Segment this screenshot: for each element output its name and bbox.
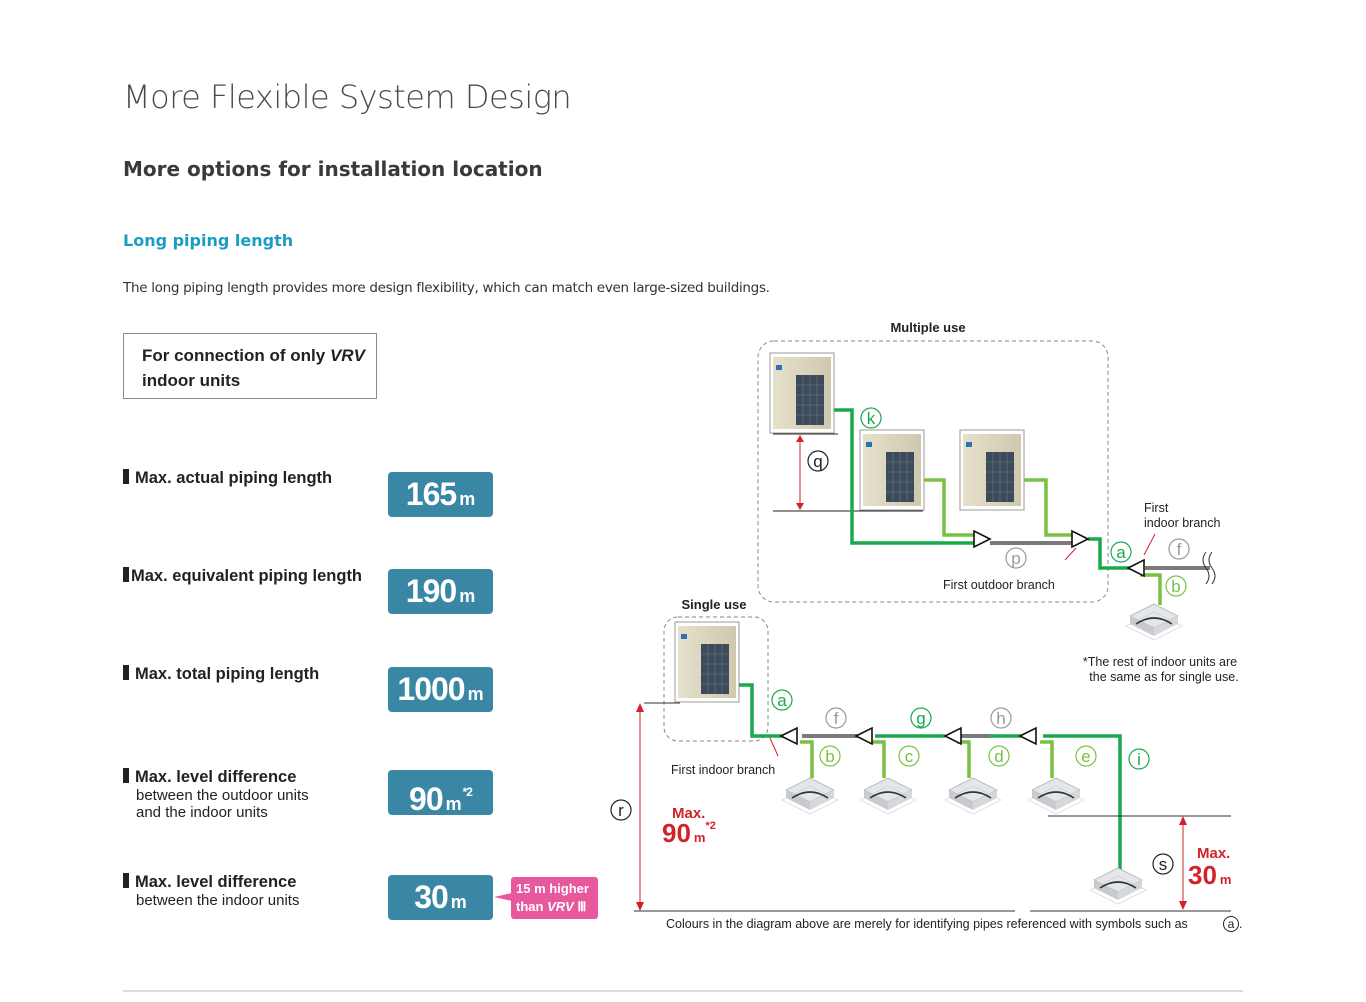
rest-note: the same as for single use. (1089, 670, 1238, 684)
svg-text:.: . (1239, 917, 1242, 931)
multiple-use-boundary (757, 340, 1109, 603)
bullet-bar-icon (123, 469, 129, 484)
branch-joint-icon (973, 530, 991, 548)
max-30-label: Max. (1197, 845, 1230, 862)
intro-text: The long piping length provides more des… (123, 280, 770, 296)
spec-label-level-diff-outdoor-indoor: Max. level difference between the outdoo… (123, 768, 309, 821)
indoor-unit-icon (859, 777, 917, 815)
spec-label-actual-length: Max. actual piping length (123, 469, 332, 488)
branch-joint-icon (1071, 530, 1089, 548)
pipe-symbol-e: e (1075, 745, 1097, 767)
pipe-symbol-a: a (771, 689, 793, 711)
improvement-callout: 15 m higher than VRV Ⅲ (511, 877, 598, 919)
pipe-symbol-a: a (1110, 541, 1132, 563)
pipe-symbol-p: p (1005, 547, 1027, 569)
branch-joint-icon (1127, 559, 1145, 577)
outdoor-unit-icon (769, 352, 835, 434)
svg-text:k: k (867, 409, 876, 428)
rest-note: *The rest of indoor units are (1083, 655, 1237, 669)
single-use-boundary (663, 616, 769, 742)
pipe-symbol-b: b (1165, 575, 1187, 597)
bullet-bar-icon (123, 567, 129, 582)
multiple-use-title: Multiple use (890, 320, 965, 335)
svg-text:e: e (1081, 747, 1090, 766)
page-title: More Flexible System Design (123, 78, 572, 116)
pipe-symbol-h: h (990, 707, 1012, 729)
diagram-footnote: Colours in the diagram above are merely … (666, 917, 1188, 931)
svg-text:a: a (1116, 543, 1126, 562)
indoor-unit-icon (944, 777, 1002, 815)
indoor-unit-icon (1089, 867, 1147, 905)
branch-joint-icon (855, 727, 873, 745)
first-outdoor-branch-label: First outdoor branch (943, 578, 1055, 592)
svg-text:s: s (1159, 855, 1168, 874)
first-indoor-branch-label: First (1144, 501, 1169, 515)
single-use-title: Single use (681, 597, 746, 612)
pipe-symbol-g: g (910, 707, 932, 729)
bullet-bar-icon (123, 768, 129, 783)
bullet-bar-icon (123, 873, 129, 888)
svg-text:r: r (618, 801, 624, 820)
connection-note-line2: indoor units (142, 371, 241, 390)
outdoor-unit-icon (859, 429, 925, 511)
pipe-symbol-i: i (1128, 748, 1150, 770)
bullet-bar-icon (123, 665, 129, 680)
branch-joint-icon (1019, 727, 1037, 745)
svg-text:b: b (1171, 577, 1180, 596)
outdoor-unit-icon (674, 621, 740, 703)
svg-text:c: c (905, 747, 914, 766)
indoor-unit-icon (781, 777, 839, 815)
section-title: More options for installation location (123, 157, 543, 181)
pipe-symbol-r: r (610, 799, 632, 821)
spec-label-total-length: Max. total piping length (123, 665, 319, 684)
svg-text:p: p (1011, 549, 1020, 568)
max-90-label: Max. (672, 805, 705, 822)
connection-note-brand: VRV (329, 346, 365, 365)
pipe-symbol-k: k (860, 407, 882, 429)
pipe-symbol-f: f (1168, 538, 1190, 560)
indoor-unit-icon (1027, 777, 1085, 815)
svg-text:f: f (834, 709, 839, 728)
svg-text:a: a (1228, 917, 1235, 931)
spec-label-equivalent-length: Max. equivalent piping length (123, 567, 362, 586)
spec-label-level-diff-indoor: Max. level difference between the indoor… (123, 873, 299, 909)
indoor-unit-icon (1125, 603, 1183, 641)
svg-text:i: i (1137, 750, 1141, 769)
pipe-symbol-c: c (898, 745, 920, 767)
pipe-symbol-s: s (1152, 853, 1174, 875)
svg-text:h: h (996, 709, 1005, 728)
svg-text:a: a (777, 691, 787, 710)
pipe-symbol-q: q (807, 450, 829, 472)
branch-joint-icon (780, 727, 798, 745)
svg-text:f: f (1177, 540, 1182, 559)
subsection-title: Long piping length (123, 231, 294, 250)
outdoor-unit-icon (959, 429, 1025, 511)
connection-note-line1: For connection of only (142, 346, 330, 365)
pipe-symbol-f: f (825, 707, 847, 729)
branch-joint-icon (944, 727, 962, 745)
callout-pointer (494, 893, 512, 901)
first-indoor-branch-label: indoor branch (1144, 516, 1220, 530)
pipe-symbol-b: b (819, 745, 841, 767)
connection-note-box: For connection of only VRV indoor units (123, 333, 377, 399)
svg-text:b: b (825, 747, 834, 766)
svg-text:g: g (916, 709, 925, 728)
footnote-symbol: a . (1223, 916, 1242, 932)
svg-text:d: d (994, 747, 1003, 766)
pipe-symbol-d: d (988, 745, 1010, 767)
section-divider (123, 990, 1243, 992)
first-indoor-branch-label: First indoor branch (671, 763, 775, 777)
svg-text:q: q (813, 452, 822, 471)
